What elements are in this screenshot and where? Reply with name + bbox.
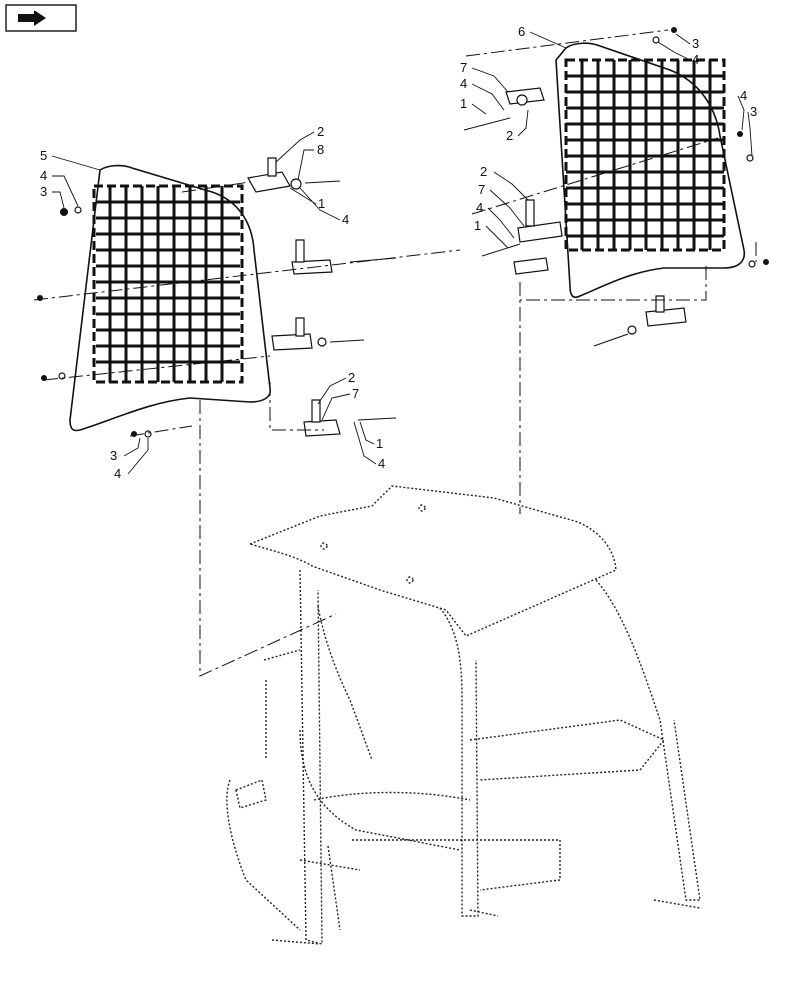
fasteners-right bbox=[652, 27, 769, 268]
bracket-left-mid-1 bbox=[291, 239, 397, 275]
callout-8: 8 bbox=[317, 142, 324, 157]
bracket-left-mid-2 bbox=[271, 317, 365, 351]
callout-4: 4 bbox=[342, 212, 349, 227]
left-screen-mesh bbox=[92, 184, 244, 384]
arrow-right-icon bbox=[18, 9, 46, 26]
callout-3: 3 bbox=[692, 36, 699, 51]
callout-labels: 5 4 3 2 8 1 4 2 7 1 4 3 4 6 3 4 7 4 1 2 … bbox=[40, 24, 757, 481]
left-screen-frame bbox=[69, 164, 272, 432]
callout-2: 2 bbox=[480, 164, 487, 179]
callout-4: 4 bbox=[460, 76, 467, 91]
callout-1: 1 bbox=[318, 196, 325, 211]
right-screen-mesh bbox=[564, 58, 726, 252]
callout-6: 6 bbox=[518, 24, 525, 39]
callout-2: 2 bbox=[317, 124, 324, 139]
callout-2: 2 bbox=[506, 128, 513, 143]
callout-7: 7 bbox=[478, 182, 485, 197]
callout-3: 3 bbox=[40, 184, 47, 199]
callout-4: 4 bbox=[378, 456, 385, 471]
callout-5: 5 bbox=[40, 148, 47, 163]
bracket-right-top bbox=[463, 87, 545, 131]
callout-1: 1 bbox=[376, 436, 383, 451]
cab-frame bbox=[226, 485, 701, 945]
callout-4: 4 bbox=[476, 200, 483, 215]
callout-3: 3 bbox=[750, 104, 757, 119]
callout-4: 4 bbox=[692, 52, 699, 67]
bracket-left-bottom bbox=[303, 399, 397, 437]
bracket-right-mid bbox=[481, 199, 563, 275]
callout-1: 1 bbox=[474, 218, 481, 233]
assembly-centerlines bbox=[33, 29, 757, 677]
bracket-left-top bbox=[247, 157, 341, 193]
callout-7: 7 bbox=[460, 60, 467, 75]
callout-2: 2 bbox=[348, 370, 355, 385]
callout-3: 3 bbox=[110, 448, 117, 463]
leader-lines bbox=[51, 31, 753, 475]
callout-4: 4 bbox=[114, 466, 121, 481]
callout-4: 4 bbox=[40, 168, 47, 183]
nav-button[interactable] bbox=[5, 4, 77, 32]
bracket-right-bottom bbox=[593, 295, 687, 347]
right-screen-frame bbox=[555, 42, 746, 299]
callout-1: 1 bbox=[460, 96, 467, 111]
callout-7: 7 bbox=[352, 386, 359, 401]
fasteners-left bbox=[37, 206, 152, 438]
callout-4: 4 bbox=[740, 88, 747, 103]
